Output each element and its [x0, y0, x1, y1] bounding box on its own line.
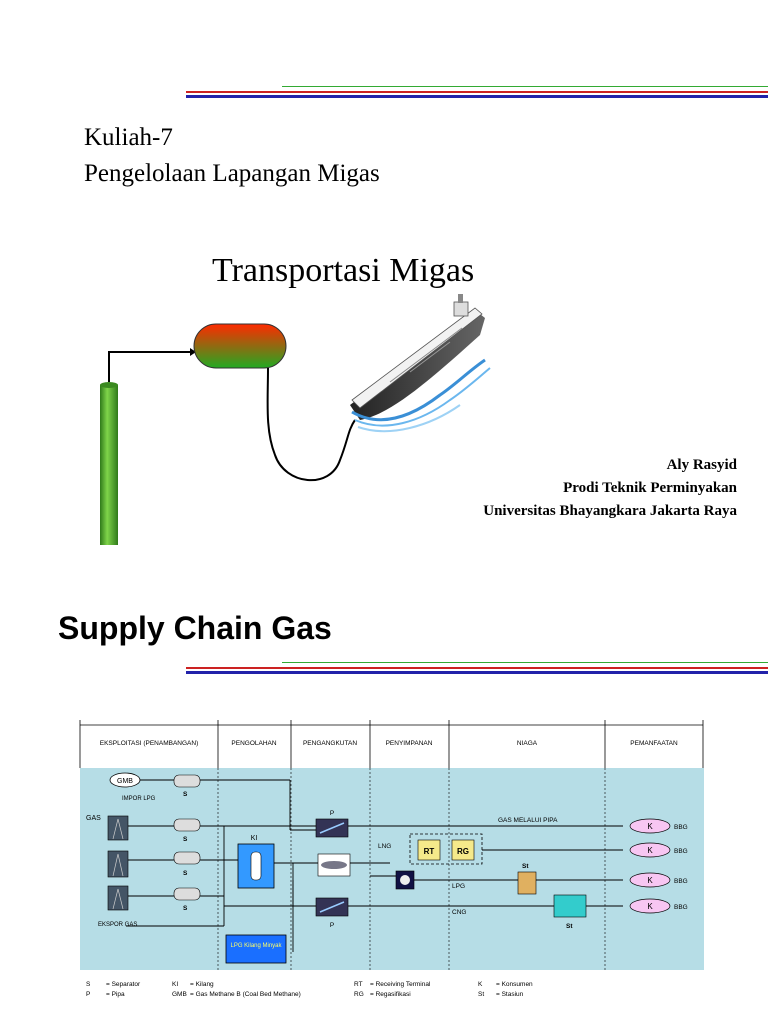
gas-well-icons — [107, 815, 129, 911]
author-name: Aly Rasyid — [666, 457, 737, 473]
rt-box — [417, 839, 441, 861]
station-lpg-icon — [517, 871, 537, 895]
header-rule-green — [282, 86, 768, 87]
cng-label: CNG — [452, 909, 466, 916]
rt-label: RT — [424, 847, 435, 856]
legend-p-def: = Pipa — [106, 991, 125, 998]
lpg-label: LPG — [452, 883, 465, 890]
legend-st-def: = Stasiun — [496, 991, 524, 998]
sep-label-4: S — [183, 905, 188, 912]
bbg-label-2: BBG — [674, 848, 688, 855]
slide2-rule-blue — [186, 671, 768, 674]
legend-st: St — [478, 991, 484, 998]
slide-2-title: Supply Chain Gas — [58, 610, 332, 646]
station-label-1: St — [522, 863, 529, 870]
rg-label: RG — [457, 847, 469, 856]
slide-title: Transportasi Migas — [212, 252, 475, 289]
lpg-kilang-label: LPG Kilang Minyak — [230, 943, 282, 949]
well-pipe-icon — [100, 382, 118, 545]
stage-niaga: NIAGA — [517, 740, 538, 747]
sep-label-3: S — [183, 870, 188, 877]
stage-pemanfaatan: PEMANFAATAN — [630, 740, 678, 747]
legend-ki: KI — [172, 981, 178, 988]
consumer-nodes — [629, 818, 671, 914]
bbg-label-3: BBG — [674, 878, 688, 885]
legend-gmb: GMB — [172, 991, 187, 998]
pipe-label-top: P — [330, 810, 334, 817]
university-name: Universitas Bhayangkara Jakarta Raya — [483, 503, 737, 519]
stage-eksploitasi: EKSPLOITASI (PENAMBANGAN) — [100, 740, 198, 747]
header-rule-red — [186, 91, 768, 93]
k-label-3: K — [647, 876, 653, 885]
slide2-rule-red — [186, 667, 768, 669]
legend-rt-def: = Receiving Terminal — [370, 981, 431, 988]
lng-label: LNG — [378, 843, 391, 850]
study-program: Prodi Teknik Perminyakan — [563, 480, 737, 496]
supply-chain-diagram: EKSPLOITASI (PENAMBANGAN) PENGOLAHAN PEN… — [79, 720, 704, 970]
lecture-number: Kuliah-7 — [84, 124, 173, 151]
sep-label-2: S — [183, 836, 188, 843]
sep-label-1: S — [183, 791, 188, 798]
kilang-label: KI — [251, 835, 258, 842]
legend-gmb-def: = Gas Methane B (Coal Bed Methane) — [190, 991, 301, 998]
station-cng-icon — [553, 894, 587, 918]
k-label-1: K — [647, 822, 653, 831]
header-rule-blue — [186, 95, 768, 98]
legend-k-def: = Konsumen — [496, 981, 533, 988]
k-label-2: K — [647, 846, 653, 855]
legend-s-def: = Separator — [106, 981, 141, 988]
legend-rt: RT — [354, 981, 363, 988]
bbg-label-4: BBG — [674, 904, 688, 911]
diagram-panel — [80, 768, 704, 970]
legend-rg: RG — [354, 991, 364, 998]
legend-ki-def: = Kilang — [190, 981, 214, 988]
transport-illustration — [100, 294, 491, 545]
station-label-2: St — [566, 923, 573, 930]
lpg-kilang-box — [225, 934, 287, 964]
storage-tank-icon — [193, 323, 287, 369]
impor-lpg-label: IMPOR LPG — [122, 796, 156, 802]
legend-s: S — [86, 981, 91, 988]
pipe-label-bottom: P — [330, 922, 334, 929]
k-label-4: K — [647, 902, 653, 911]
bbg-label-1: BBG — [674, 824, 688, 831]
stage-pengangkutan: PENGANGKUTAN — [303, 740, 357, 747]
gas-pipa-label: GAS MELALUI PIPA — [498, 817, 558, 824]
slide2-rule-green — [282, 662, 768, 663]
ekspor-gas-label: EKSPOR GAS — [98, 922, 137, 928]
gmb-label: GMB — [117, 778, 133, 785]
tanker-ship-icon — [350, 294, 491, 433]
rg-box — [451, 839, 475, 861]
separator-icons — [173, 774, 201, 901]
legend-k: K — [478, 981, 483, 988]
legend-rg-def: = Regasifikasi — [370, 991, 411, 998]
legend-p: P — [86, 991, 90, 998]
gas-label: GAS — [86, 815, 101, 822]
course-title: Pengelolaan Lapangan Migas — [84, 160, 380, 187]
stage-penyimpanan: PENYIMPANAN — [386, 740, 433, 747]
diagram-legend: S = Separator P = Pipa KI = Kilang GMB =… — [86, 981, 533, 998]
stage-pengolahan: PENGOLAHAN — [231, 740, 276, 747]
